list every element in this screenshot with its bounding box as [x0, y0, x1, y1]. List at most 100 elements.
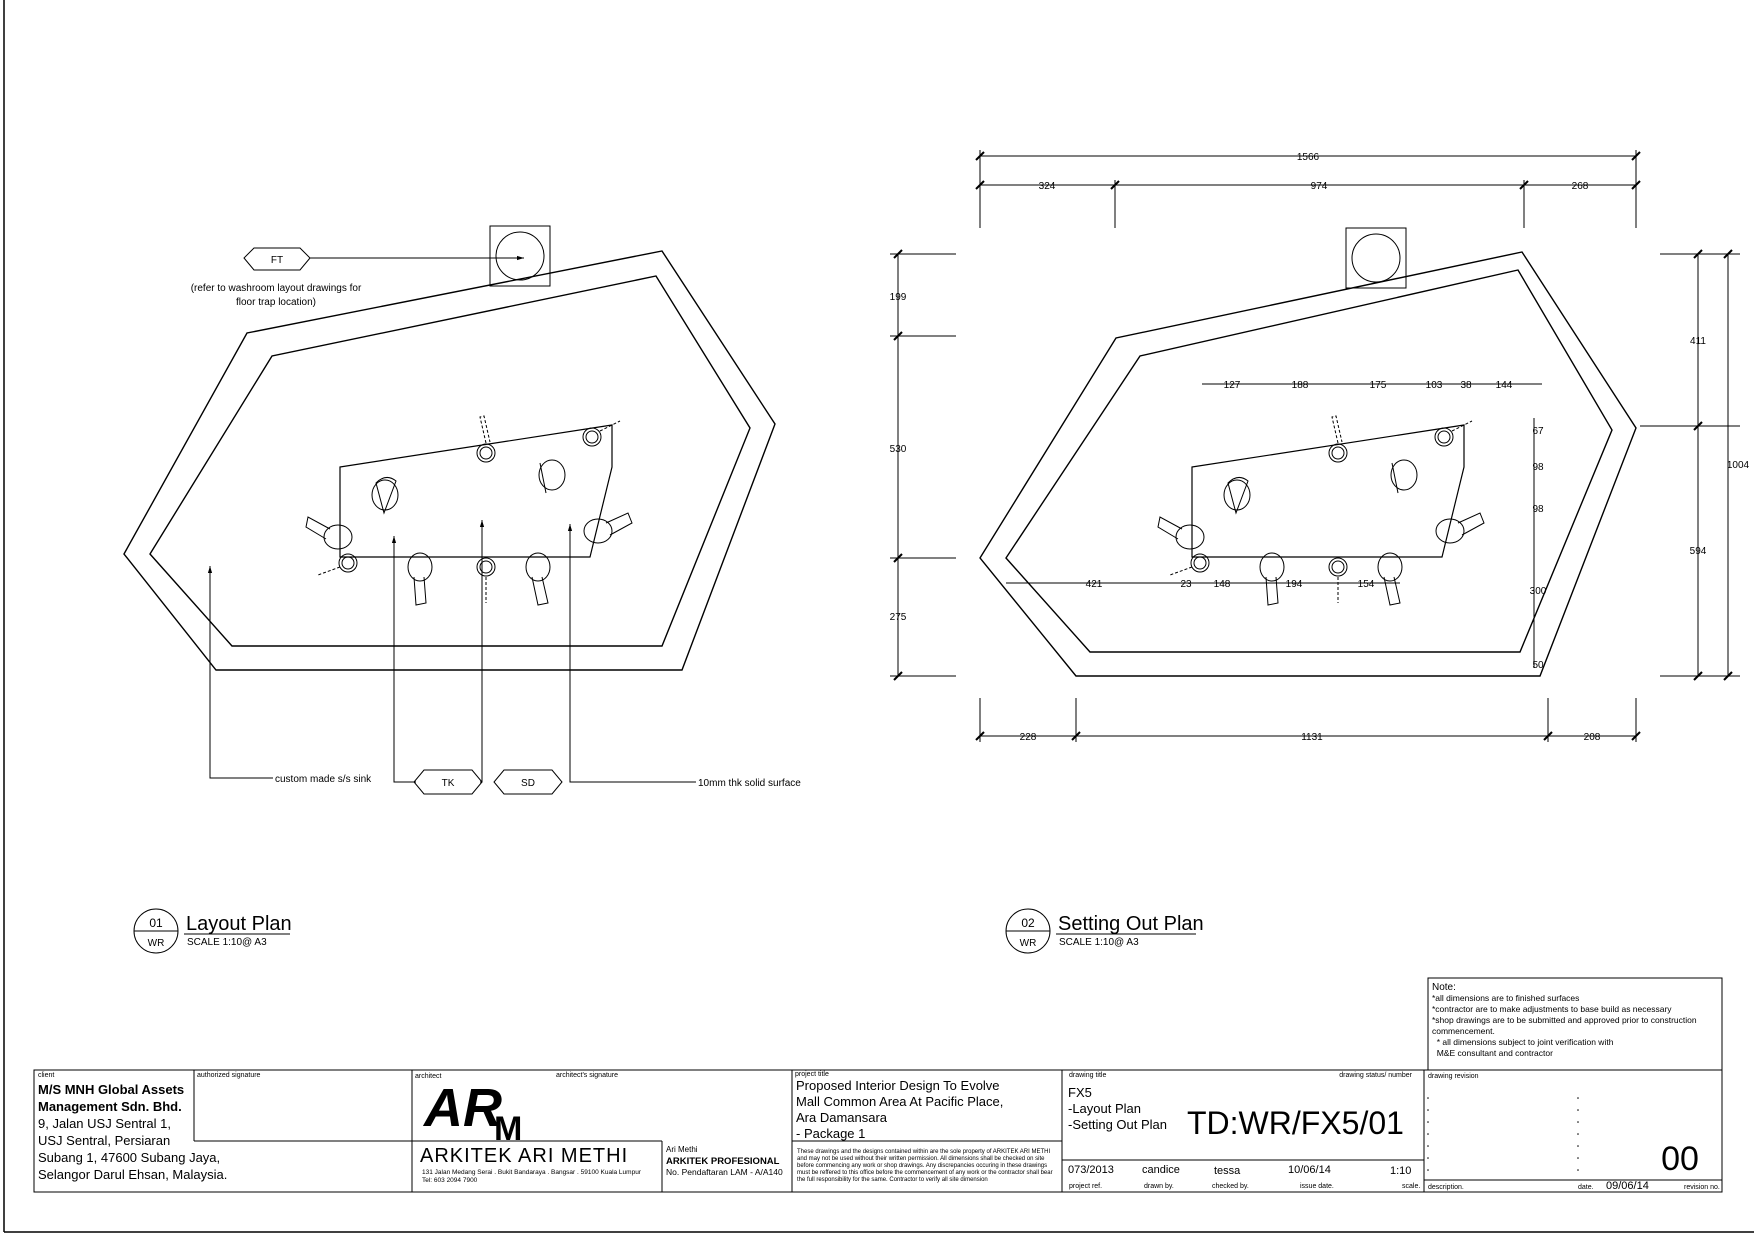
plan-02-number: 02 — [1021, 916, 1035, 930]
ft-tag: FT — [243, 247, 311, 271]
layout-plan: FT (refer to washroom layout drawings fo… — [123, 225, 801, 954]
plan-01-code: WR — [148, 938, 165, 949]
plan-01-name: Layout Plan — [186, 913, 292, 935]
client-addr-3: Subang 1, 47600 Subang Jaya, — [38, 1150, 220, 1165]
disclaimer-4: must be reffered to this office before t… — [797, 1170, 1053, 1176]
client-addr-4: Selangor Darul Ehsan, Malaysia. — [38, 1167, 227, 1182]
logo-letters-1: AR — [422, 1078, 502, 1138]
lbl-drawn-by: drawn by. — [1144, 1183, 1174, 1190]
arm-logo: AR M — [422, 1078, 522, 1148]
title-block — [33, 1069, 1723, 1193]
note-line-2: *contractor are to make adjustments to b… — [1432, 1004, 1672, 1014]
counter-outline-outer-2 — [979, 251, 1637, 677]
drawing-title-label: drawing title — [1069, 1072, 1106, 1079]
note-line-1: *all dimensions are to finished surfaces — [1432, 993, 1579, 1003]
plan-01-scale: SCALE 1:10@ A3 — [187, 937, 267, 948]
issue-date-value: 10/06/14 — [1288, 1164, 1331, 1176]
basin-cluster-2 — [1157, 415, 1485, 606]
dim-left-top: 199 — [890, 292, 907, 303]
dim-right-top: 411 — [1690, 336, 1706, 347]
arch-role: ARKITEK PROFESIONAL — [666, 1156, 780, 1167]
plan-01-title: 01 WR Layout Plan SCALE 1:10@ A3 — [133, 908, 292, 954]
floor-trap-2 — [1345, 227, 1407, 289]
architect-label: architect — [415, 1073, 442, 1080]
dim-inner-bottom-2: 23 — [1180, 579, 1192, 590]
dim-inner-right-4: 300 — [1530, 586, 1547, 597]
dim-inner-top-1: 127 — [1224, 380, 1241, 391]
project-line-1: Proposed Interior Design To Evolve — [796, 1078, 1000, 1093]
plan-01-number: 01 — [149, 916, 163, 930]
revision-number: 00 — [1661, 1140, 1699, 1178]
client-name-2: Management Sdn. Bhd. — [38, 1099, 182, 1114]
plan-02-title: 02 WR Setting Out Plan SCALE 1:10@ A3 — [1005, 908, 1204, 954]
lbl-project-ref: project ref. — [1069, 1183, 1102, 1190]
dim-inner-top-4: 103 — [1426, 380, 1443, 391]
auth-sig-label: authorized signature — [197, 1072, 261, 1079]
counter-outline-inner-2 — [1005, 269, 1613, 653]
dim-right-bot: 594 — [1690, 546, 1707, 557]
sd-tag-label: SD — [521, 778, 535, 789]
dim-top-overall: 1566 — [1297, 152, 1320, 163]
setting-out-plan: 1566 324 974 268 199 530 275 411 1004 59… — [890, 150, 1750, 954]
lbl-scale: scale. — [1402, 1183, 1420, 1190]
note-line-5: * all dimensions subject to joint verifi… — [1432, 1037, 1614, 1047]
tk-tag-label: TK — [442, 778, 455, 789]
dim-bottom-left: 228 — [1020, 732, 1037, 743]
dim-inner-right-1: 67 — [1532, 426, 1544, 437]
note-line-4: commencement. — [1432, 1026, 1495, 1036]
counter-outline-outer — [123, 250, 776, 671]
sd-tag: SD — [493, 769, 563, 795]
disclaimer-1: These drawings and the designs contained… — [797, 1149, 1050, 1155]
note-line-6: M&E consultant and contractor — [1432, 1048, 1553, 1058]
dim-top-right: 268 — [1572, 181, 1589, 192]
lbl-revision-no: revision no. — [1684, 1184, 1720, 1191]
basin-cluster — [305, 415, 633, 606]
ft-note-line1: (refer to washroom layout drawings for — [191, 283, 362, 294]
client-label: client — [38, 1072, 54, 1079]
sink-leader — [207, 566, 273, 779]
project-line-3: Ara Damansara — [796, 1110, 888, 1125]
dim-top-left: 324 — [1039, 181, 1056, 192]
dim-left-mid: 530 — [890, 444, 907, 455]
disclaimer-3: before commencing any work or shop drawi… — [797, 1163, 1047, 1169]
architect-sig-label: architect's signature — [556, 1072, 618, 1079]
dim-top-mid: 974 — [1311, 181, 1328, 192]
surface-note: 10mm thk solid surface — [698, 778, 801, 789]
dim-inner-bottom-3: 148 — [1214, 579, 1231, 590]
lbl-date: date. — [1578, 1184, 1594, 1191]
project-ref-value: 073/2013 — [1068, 1164, 1114, 1176]
dim-bottom-right: 208 — [1584, 732, 1601, 743]
counter-outline-inner — [149, 275, 751, 647]
plan-02-name: Setting Out Plan — [1058, 913, 1204, 935]
drawing-status-label: drawing status/ number — [1339, 1072, 1412, 1079]
plan-02-code: WR — [1020, 938, 1037, 949]
dim-inner-top-6: 144 — [1496, 380, 1513, 391]
surface-leader — [567, 524, 696, 783]
notes-box: Note: *all dimensions are to finished su… — [1427, 977, 1723, 1071]
arch-reg: No. Pendaftaran LAM - A/A140 — [666, 1167, 783, 1177]
lbl-issue-date: issue date. — [1300, 1183, 1334, 1190]
dim-inner-bottom-5: 154 — [1358, 579, 1375, 590]
note-line-3: *shop drawings are to be submitted and a… — [1432, 1015, 1697, 1025]
ft-note-line2: floor trap location) — [236, 297, 316, 308]
drawing-title-2: -Layout Plan — [1068, 1101, 1141, 1116]
dim-inner-top-2: 188 — [1292, 380, 1309, 391]
dim-inner-bottom-4: 194 — [1286, 579, 1303, 590]
checked-by-value: tessa — [1214, 1165, 1241, 1177]
lbl-checked-by: checked by. — [1212, 1183, 1249, 1190]
firm-address: 131 Jalan Medang Serai . Bukit Bandaraya… — [422, 1169, 642, 1176]
drawing-title-1: FX5 — [1068, 1085, 1092, 1100]
lbl-description: description. — [1428, 1184, 1464, 1191]
disclaimer-5: the full responsibility for the same. Co… — [797, 1177, 988, 1183]
dim-left-bot: 275 — [890, 612, 907, 623]
dim-inner-right-3: 98 — [1532, 504, 1544, 515]
client-addr-2: USJ Sentral, Persiaran — [38, 1133, 170, 1148]
scale-value: 1:10 — [1390, 1165, 1411, 1177]
dim-inner-right-2: 98 — [1532, 462, 1544, 473]
firm-name: ARKITEK ARI METHI — [420, 1145, 628, 1167]
project-line-2: Mall Common Area At Pacific Place, — [796, 1094, 1003, 1109]
drawing-number: TD:WR/FX5/01 — [1187, 1105, 1404, 1141]
revision-dots — [1427, 1097, 1579, 1171]
dim-bottom-mid: 1131 — [1301, 732, 1323, 743]
